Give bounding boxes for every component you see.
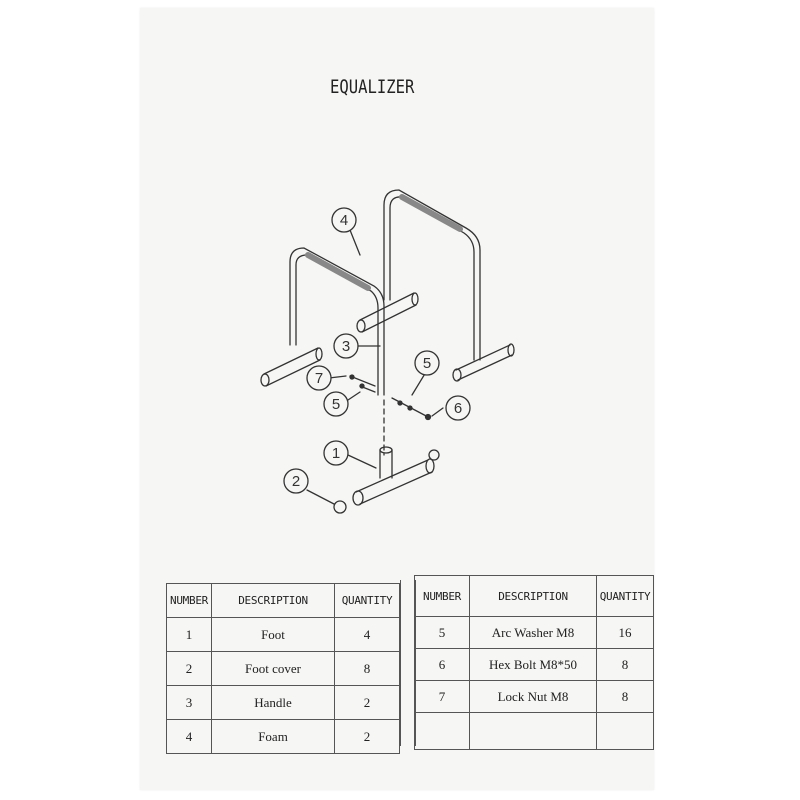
table-row: 1 Foot 4 xyxy=(166,617,400,652)
cell-description xyxy=(469,712,597,750)
callout-5-right-label: 5 xyxy=(423,355,431,372)
cell-description: Lock Nut M8 xyxy=(469,680,597,713)
callout-1 xyxy=(323,440,349,466)
header-quantity: QUANTITY xyxy=(596,575,654,617)
table-header-row: NUMBER DESCRIPTION QUANTITY xyxy=(166,583,400,618)
cell-number: 4 xyxy=(166,719,212,754)
table-header-row: NUMBER DESCRIPTION QUANTITY xyxy=(414,575,654,617)
table-row: 7 Lock Nut M8 8 xyxy=(414,680,654,713)
table-row: 5 Arc Washer M8 16 xyxy=(414,616,654,649)
callout-6 xyxy=(445,395,471,421)
table-row xyxy=(414,712,654,750)
callout-2-label: 2 xyxy=(292,473,300,490)
callout-3 xyxy=(333,333,359,359)
table-row: 6 Hex Bolt M8*50 8 xyxy=(414,648,654,681)
cell-quantity: 8 xyxy=(596,648,654,681)
callout-6-label: 6 xyxy=(454,400,462,417)
header-description: DESCRIPTION xyxy=(211,583,335,618)
header-number: NUMBER xyxy=(414,575,470,617)
cell-description: Hex Bolt M8*50 xyxy=(469,648,597,681)
cell-quantity: 8 xyxy=(596,680,654,713)
callout-1-label: 1 xyxy=(332,445,340,462)
cell-quantity xyxy=(596,712,654,750)
parts-table-right: NUMBER DESCRIPTION QUANTITY 5 Arc Washer… xyxy=(414,575,654,750)
header-description: DESCRIPTION xyxy=(469,575,597,617)
cell-description: Arc Washer M8 xyxy=(469,616,597,649)
cell-number: 7 xyxy=(414,680,470,713)
callout-2 xyxy=(283,468,309,494)
cell-number: 3 xyxy=(166,685,212,720)
callout-7-label: 7 xyxy=(315,370,323,387)
cell-quantity: 2 xyxy=(334,719,400,754)
table-row: 4 Foam 2 xyxy=(166,719,400,754)
callout-4-label: 4 xyxy=(340,212,348,229)
callout-5-right xyxy=(414,350,440,376)
cell-description: Foam xyxy=(211,719,335,754)
cell-description: Foot cover xyxy=(211,651,335,686)
header-number: NUMBER xyxy=(166,583,212,618)
cell-quantity: 4 xyxy=(334,617,400,652)
header-quantity: QUANTITY xyxy=(334,583,400,618)
table-row: 2 Foot cover 8 xyxy=(166,651,400,686)
callout-5-left xyxy=(323,391,349,417)
cell-description: Foot xyxy=(211,617,335,652)
cell-number xyxy=(414,712,470,750)
cell-description: Handle xyxy=(211,685,335,720)
cell-number: 6 xyxy=(414,648,470,681)
cell-number: 5 xyxy=(414,616,470,649)
cell-quantity: 8 xyxy=(334,651,400,686)
parts-table-left: NUMBER DESCRIPTION QUANTITY 1 Foot 4 2 F… xyxy=(166,583,400,754)
callout-4 xyxy=(331,207,357,233)
callout-7 xyxy=(306,365,332,391)
callout-3-label: 3 xyxy=(342,338,350,355)
cell-quantity: 16 xyxy=(596,616,654,649)
cell-number: 2 xyxy=(166,651,212,686)
callout-5-left-label: 5 xyxy=(332,396,340,413)
cell-quantity: 2 xyxy=(334,685,400,720)
page-title: EQUALIZER xyxy=(330,76,415,98)
cell-number: 1 xyxy=(166,617,212,652)
table-row: 3 Handle 2 xyxy=(166,685,400,720)
